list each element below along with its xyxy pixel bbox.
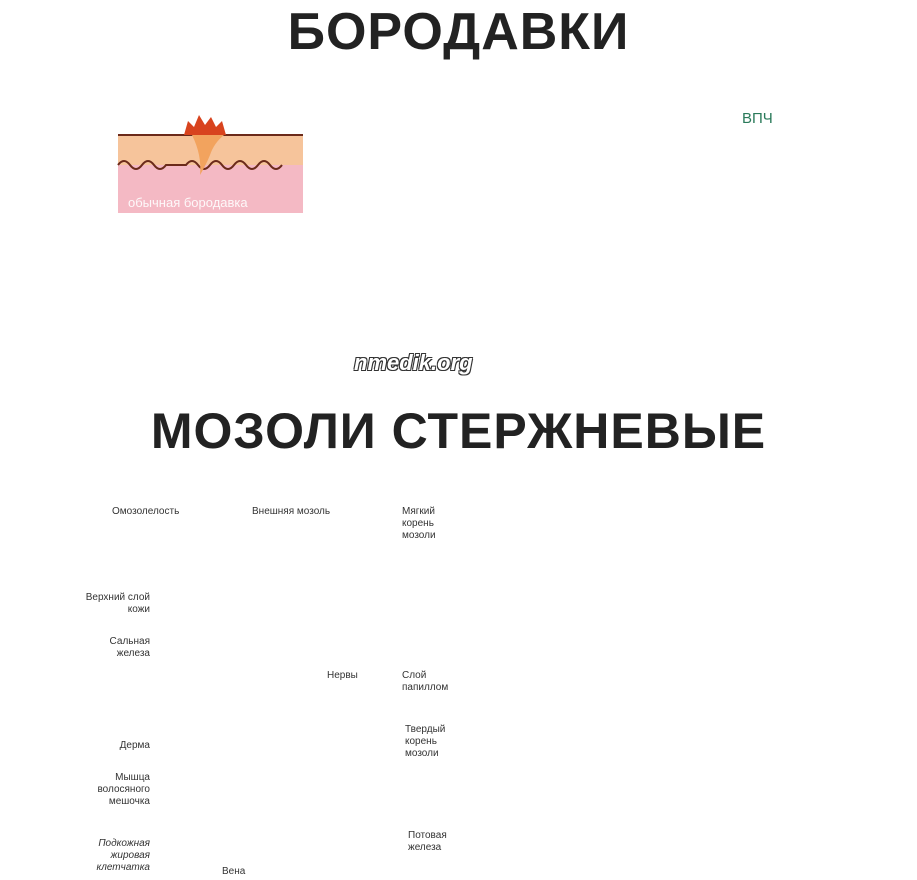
label-follicle-muscle: Мышца волосяного мешочка <box>97 772 150 807</box>
watermark: nmedik.org <box>354 350 473 375</box>
label-dermis: Дерма <box>119 740 150 751</box>
hpv-label: ВПЧ <box>742 110 773 127</box>
label-sweat-gland: Потовая железа <box>408 830 447 853</box>
label-sebaceous: Сальная железа <box>109 636 150 659</box>
label-callus: Омозолелость <box>112 506 180 517</box>
label-subcutaneous: Подкожная жировая клетчатка <box>96 838 151 873</box>
corns-title: МОЗОЛИ СТЕРЖНЕВЫЕ <box>150 403 767 459</box>
flat-wart-label: плоская бородавка <box>358 195 475 210</box>
label-soft-root: Мягкий корень мозоли <box>402 506 436 541</box>
warts-title: БОРОДАВКИ <box>287 3 630 61</box>
label-outer-corn: Внешняя мозоль <box>252 506 331 517</box>
label-hard-root: Твердый корень мозоли <box>405 724 446 759</box>
common-wart-panel <box>117 115 303 213</box>
label-papilla-layer: Слой папиллом <box>402 670 449 693</box>
label-upper-skin: Верхний слой кожи <box>85 592 150 615</box>
common-wart-label: обычная бородавка <box>128 195 248 210</box>
label-nerves: Нервы <box>327 670 358 681</box>
plantar-wart-label: подошвенная бородавка <box>232 323 382 338</box>
label-vein: Вена <box>222 866 246 877</box>
